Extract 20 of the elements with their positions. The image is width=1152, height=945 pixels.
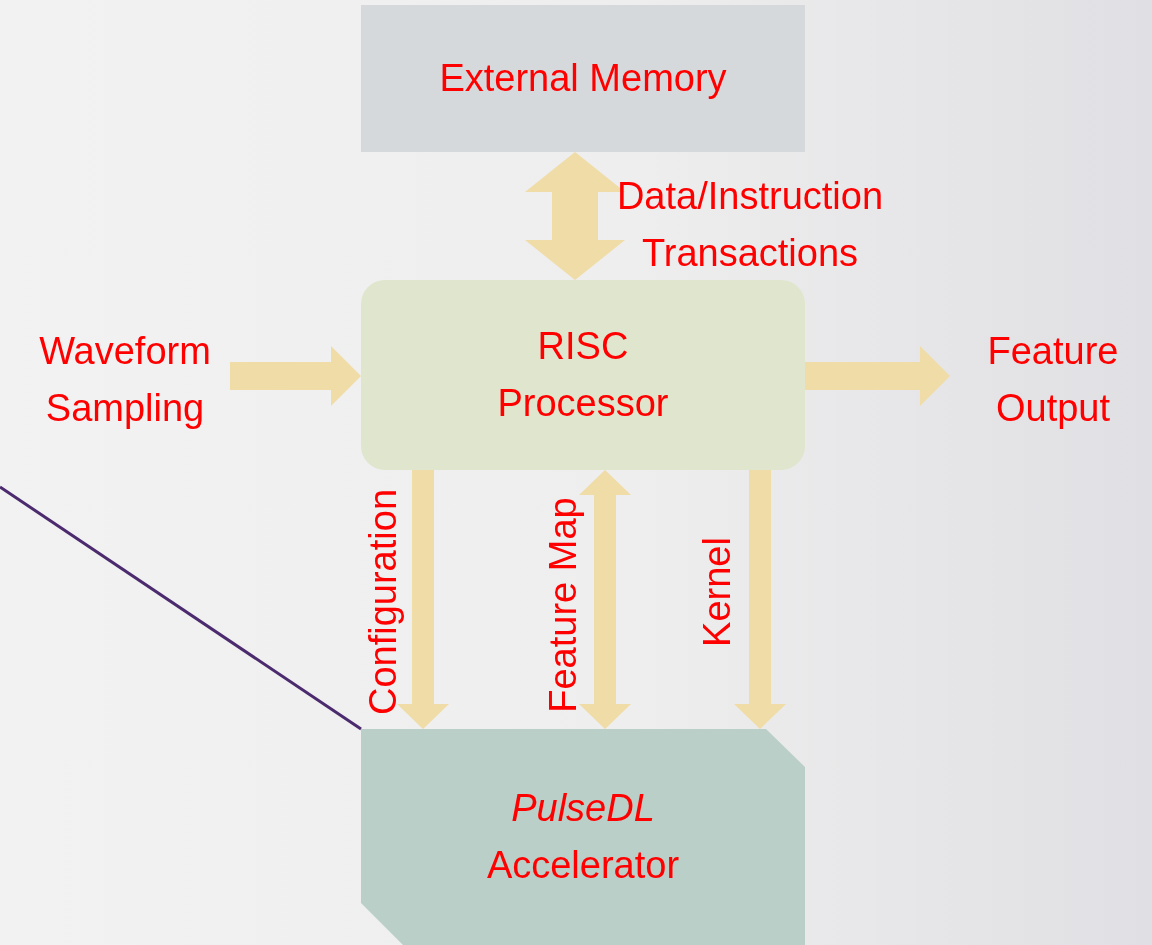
block-arrow bbox=[734, 470, 786, 729]
block-arrow bbox=[805, 346, 950, 406]
box-title: RISC Processor bbox=[496, 324, 670, 426]
box-title: PulseDL bbox=[511, 786, 655, 831]
block-arrow bbox=[397, 470, 449, 729]
processor-box bbox=[361, 280, 805, 470]
edge-label: Data/Instruction Transactions bbox=[615, 174, 885, 276]
input-text: Waveform Sampling bbox=[38, 329, 212, 431]
box-title: External Memory bbox=[439, 56, 727, 101]
edge-label: Kernel bbox=[694, 537, 739, 647]
box-subtitle: Accelerator bbox=[486, 843, 680, 888]
block-arrow bbox=[579, 470, 631, 729]
block-arrow bbox=[230, 346, 361, 406]
edge-label: Configuration bbox=[360, 489, 405, 715]
memory-box bbox=[361, 5, 805, 152]
accelerator-box bbox=[361, 729, 805, 945]
edge-label: Feature Map bbox=[540, 497, 585, 713]
block-arrow bbox=[525, 152, 625, 280]
leader-line bbox=[0, 485, 362, 731]
output-text: Feature Output bbox=[986, 329, 1120, 431]
